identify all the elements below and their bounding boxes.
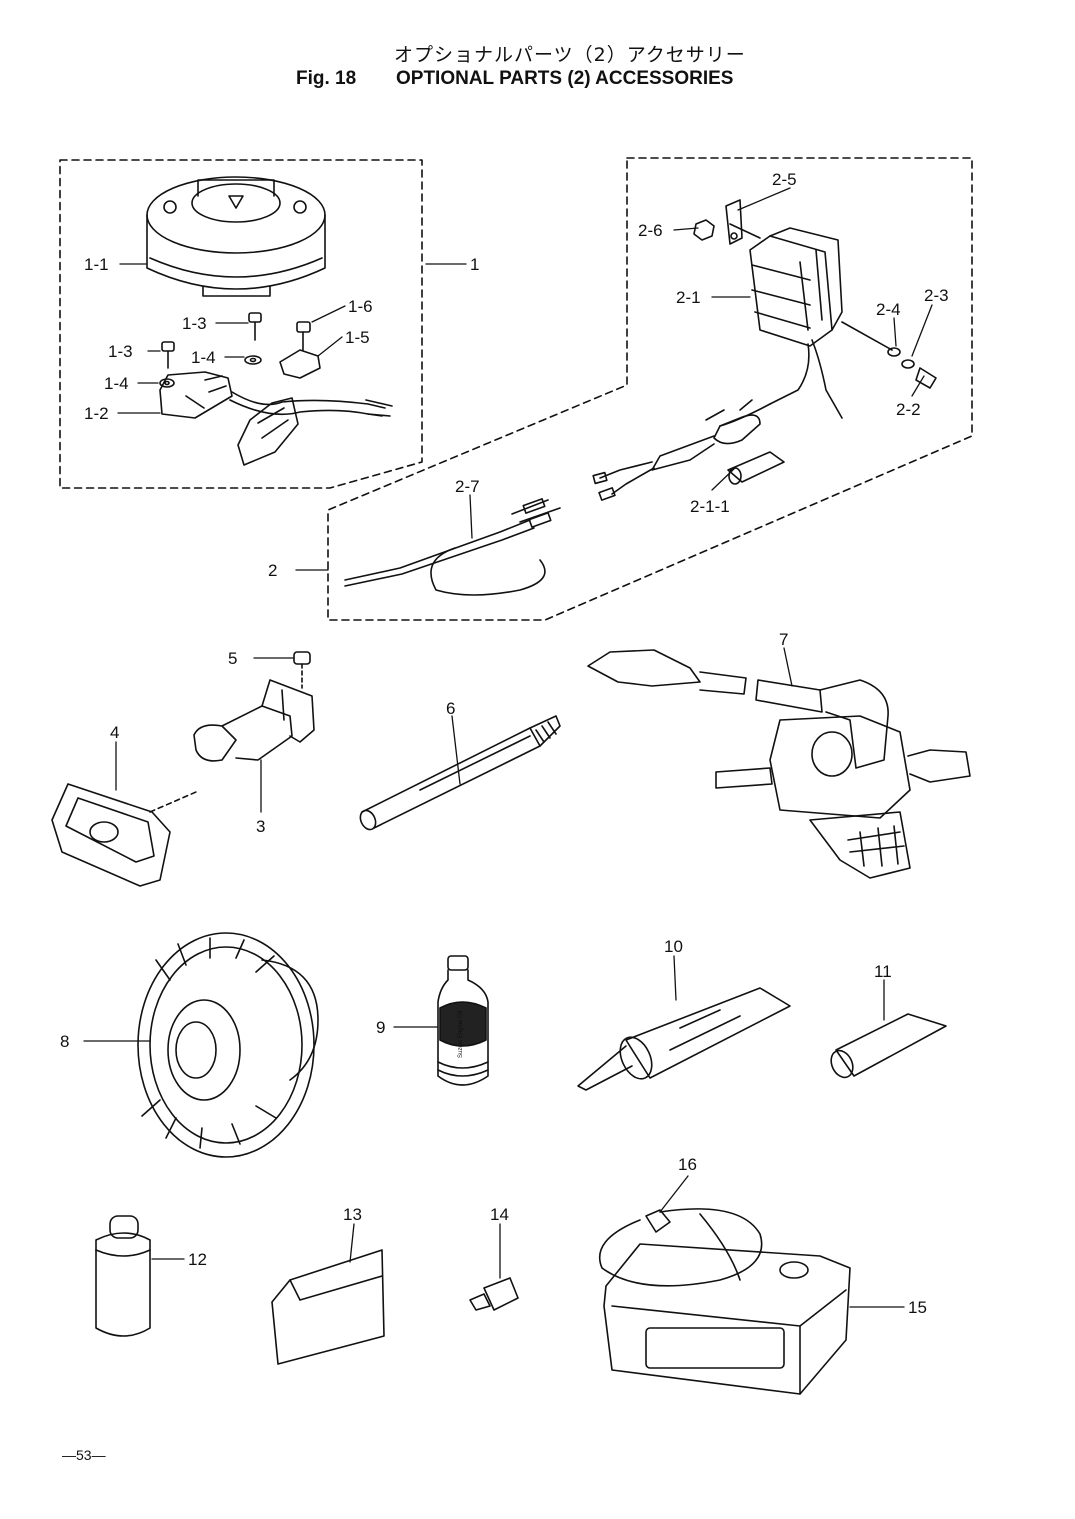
bottle-label: Suzuki Engine Oil <box>458 1011 464 1058</box>
label-7: 7 <box>779 630 788 649</box>
label-2-1-1: 2-1-1 <box>690 497 730 516</box>
fuel-hose <box>598 1208 763 1287</box>
label-4: 4 <box>110 723 119 742</box>
bracket-and-nut <box>693 199 743 245</box>
small-grease-tube <box>830 1013 947 1079</box>
label-2-6: 2-6 <box>638 221 663 240</box>
label-14: 14 <box>490 1205 509 1224</box>
label-1-3-center: 1-3 <box>182 314 207 333</box>
label-1-6: 1-6 <box>348 297 373 316</box>
fuel-tank <box>603 1243 851 1395</box>
wire-harness <box>344 498 561 596</box>
hose-fitting <box>469 1277 519 1311</box>
label-1-2: 1-2 <box>84 404 109 423</box>
figure-title: OPTIONAL PARTS (2) ACCESSORIES <box>396 68 734 89</box>
label-2-4: 2-4 <box>876 300 901 319</box>
packet <box>271 1249 385 1365</box>
label-10: 10 <box>664 937 683 956</box>
label-2-1: 2-1 <box>676 288 701 307</box>
group-2-outline <box>327 157 973 621</box>
tube <box>359 715 561 831</box>
label-12: 12 <box>188 1250 207 1269</box>
label-13: 13 <box>343 1205 362 1224</box>
label-2-7: 2-7 <box>455 477 480 496</box>
label-1-5: 1-5 <box>345 328 370 347</box>
flywheel-cover <box>137 932 319 1158</box>
screws-group-2 <box>841 321 937 389</box>
ignition-coil-assembly <box>159 371 393 466</box>
label-15: 15 <box>908 1298 927 1317</box>
bolt <box>293 651 311 689</box>
part-labels: 1-1 1 1-2 1-3 1-3 1-4 1-4 1-5 1-6 2 2-1 … <box>60 170 949 1317</box>
oil-bottle <box>437 955 489 1086</box>
label-5: 5 <box>228 649 237 668</box>
group-1-outline <box>59 159 423 489</box>
label-2: 2 <box>268 561 277 580</box>
regulator-harness <box>592 399 761 501</box>
label-8: 8 <box>60 1032 69 1051</box>
fuse-holder <box>727 451 785 485</box>
label-16: 16 <box>678 1155 697 1174</box>
page-title-japanese: オプショナルパーツ（2）アクセサリー <box>394 44 746 66</box>
page-title: Fig. 18 OPTIONAL PARTS (2) ACCESSORIES <box>296 68 733 90</box>
label-11: 11 <box>874 962 892 981</box>
figure-number: Fig. 18 <box>296 68 357 89</box>
label-1: 1 <box>470 255 479 274</box>
flywheel-rotor <box>146 176 326 297</box>
label-1-4-left: 1-4 <box>104 374 129 393</box>
spray-can <box>95 1215 151 1337</box>
cable-grommet <box>51 783 197 887</box>
label-1-1: 1-1 <box>84 255 109 274</box>
label-9: 9 <box>376 1018 385 1037</box>
page-number: —53— <box>62 1447 106 1463</box>
leader-lines <box>83 187 933 1308</box>
label-2-5: 2-5 <box>772 170 797 189</box>
grease-gun <box>587 649 971 879</box>
grease-tube <box>577 987 791 1091</box>
small-hardware-group-1 <box>159 312 321 388</box>
label-2-2: 2-2 <box>896 400 921 419</box>
regulator-unit <box>719 223 843 427</box>
label-2-3: 2-3 <box>924 286 949 305</box>
label-3: 3 <box>256 817 265 836</box>
label-1-4-center: 1-4 <box>191 348 216 367</box>
label-1-3-left: 1-3 <box>108 342 133 361</box>
cable-holder <box>193 679 315 762</box>
label-6: 6 <box>446 699 455 718</box>
